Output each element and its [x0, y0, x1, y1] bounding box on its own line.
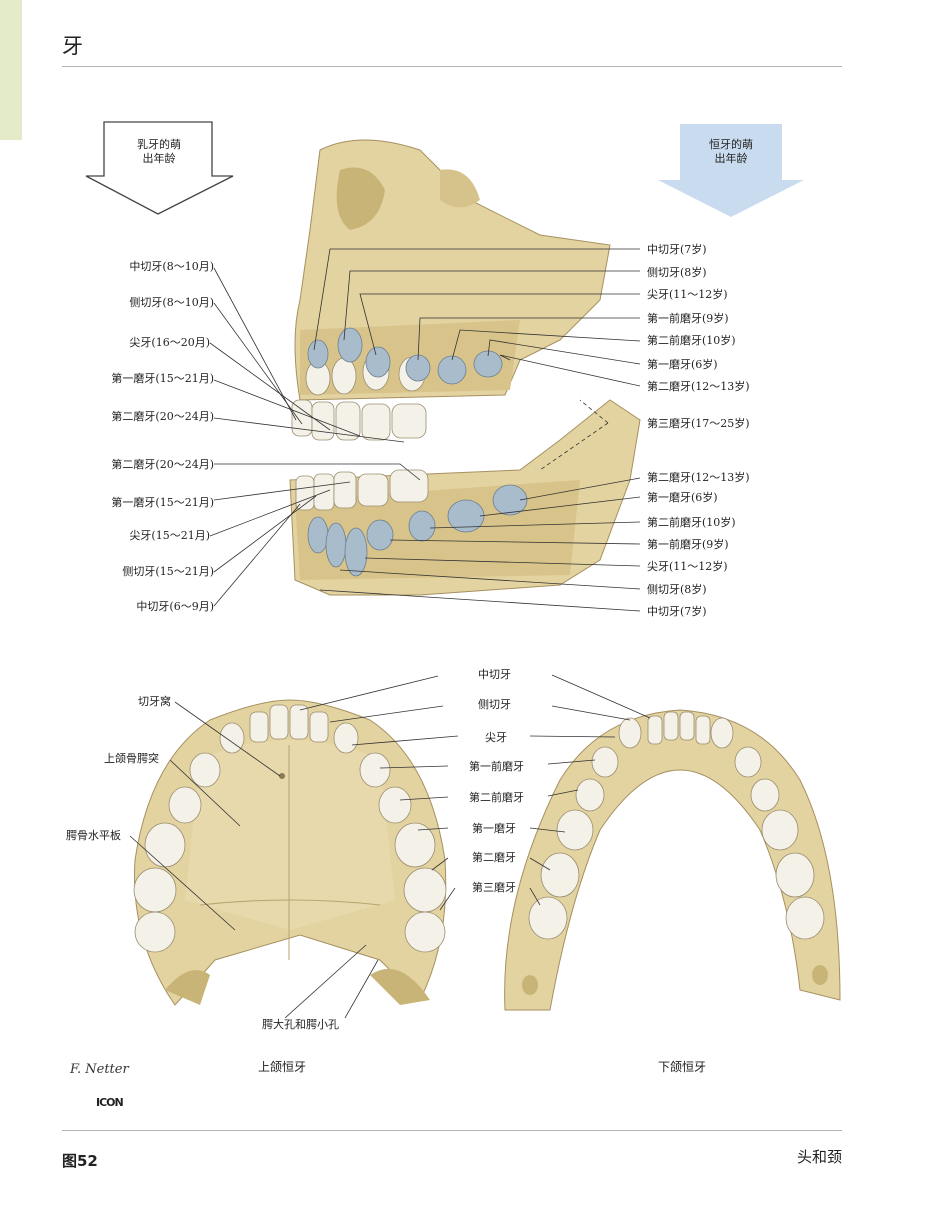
- right-label-8: 第三磨牙(17～25岁): [647, 417, 750, 430]
- right-leader-lines: [313, 248, 641, 612]
- maxilla-teeth: [133, 704, 447, 953]
- left-label-3: 尖牙(16～20月): [129, 336, 210, 349]
- left-label-10: 中切牙(6～9月): [136, 600, 214, 613]
- left-label-8: 尖牙(15～21月): [129, 529, 210, 542]
- upper-caption: 上颌恒牙: [258, 1060, 307, 1074]
- right-label-15: 中切牙(7岁): [647, 605, 707, 618]
- left-label-7: 第一磨牙(15～21月): [111, 496, 214, 509]
- left-label-1: 中切牙(8～10月): [129, 260, 214, 273]
- horizontal-plate-label: 腭骨水平板: [66, 829, 121, 842]
- right-label-7: 第二磨牙(12～13岁): [647, 380, 750, 393]
- left-label-9: 侧切牙(15～21月): [122, 565, 214, 578]
- lower-deciduous-teeth: [295, 469, 429, 511]
- page-title: 牙: [62, 34, 83, 58]
- header-rule: [62, 66, 842, 67]
- mandible-teeth: [528, 711, 825, 940]
- center-label-3: 尖牙: [485, 731, 507, 744]
- right-label-2: 侧切牙(8岁): [647, 266, 707, 279]
- right-label-5: 第二前磨牙(10岁): [647, 334, 736, 347]
- right-label-10: 第一磨牙(6岁): [647, 491, 718, 504]
- deciduous-arrow: [85, 121, 234, 215]
- right-label-9: 第二磨牙(12～13岁): [647, 471, 750, 484]
- left-label-5: 第二磨牙(20～24月): [111, 410, 214, 423]
- icon-logo: ICON: [96, 1096, 124, 1109]
- maxilla-view: [133, 699, 447, 1006]
- right-label-3: 尖牙(11～12岁): [647, 288, 728, 301]
- figure-number: 图52: [62, 1152, 98, 1170]
- left-label-2: 侧切牙(8～10月): [129, 296, 214, 309]
- section-tab: [0, 0, 22, 140]
- center-label-4: 第一前磨牙: [469, 760, 524, 773]
- permanent-arrow: [658, 124, 804, 217]
- palatine-foramina-label: 腭大孔和腭小孔: [262, 1018, 339, 1031]
- left-label-6: 第二磨牙(20～24月): [111, 458, 214, 471]
- center-label-6: 第一磨牙: [472, 822, 516, 835]
- footer-rule: [62, 1130, 842, 1131]
- lower-unerupted-teeth: [307, 484, 528, 577]
- center-label-8: 第三磨牙: [472, 881, 516, 894]
- center-label-5: 第二前磨牙: [469, 791, 524, 804]
- right-label-6: 第一磨牙(6岁): [647, 358, 718, 371]
- right-label-12: 第一前磨牙(9岁): [647, 538, 729, 551]
- netter-signature: F. Netter: [70, 1062, 129, 1077]
- deciduous-eruption-label: 乳牙的萌 出年龄: [137, 138, 181, 165]
- center-label-2: 侧切牙: [478, 698, 511, 711]
- right-label-11: 第二前磨牙(10岁): [647, 516, 736, 529]
- left-leader-lines: [209, 267, 421, 607]
- mandible-view: [504, 709, 841, 1011]
- section-name: 头和颈: [796, 1148, 842, 1166]
- bottom-leader-lines: [129, 674, 651, 1019]
- center-label-1: 中切牙: [478, 668, 511, 681]
- left-label-4: 第一磨牙(15～21月): [111, 372, 214, 385]
- right-label-13: 尖牙(11～12岁): [647, 560, 728, 573]
- permanent-eruption-label: 恒牙的萌 出年龄: [709, 138, 753, 165]
- incisive-fossa-label: 切牙窝: [138, 695, 171, 708]
- palatine-process-label: 上颌骨腭突: [104, 752, 159, 765]
- lower-caption: 下颌恒牙: [658, 1060, 707, 1074]
- center-label-7: 第二磨牙: [472, 851, 516, 864]
- right-label-14: 侧切牙(8岁): [647, 583, 707, 596]
- right-label-4: 第一前磨牙(9岁): [647, 312, 729, 325]
- right-label-1: 中切牙(7岁): [647, 243, 707, 256]
